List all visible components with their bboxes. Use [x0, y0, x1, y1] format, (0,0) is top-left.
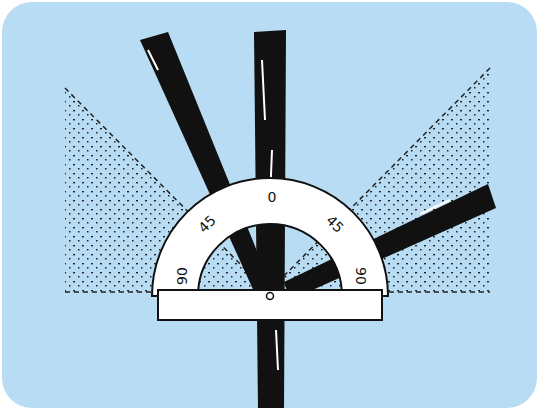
bark-texture	[148, 50, 450, 370]
scale-number: 0	[268, 190, 277, 204]
scale-number: 90	[354, 267, 368, 285]
scale-number: 90	[175, 267, 189, 285]
protractor-center	[267, 293, 274, 300]
protractor-base	[158, 290, 382, 320]
protractor-arc	[152, 178, 388, 296]
